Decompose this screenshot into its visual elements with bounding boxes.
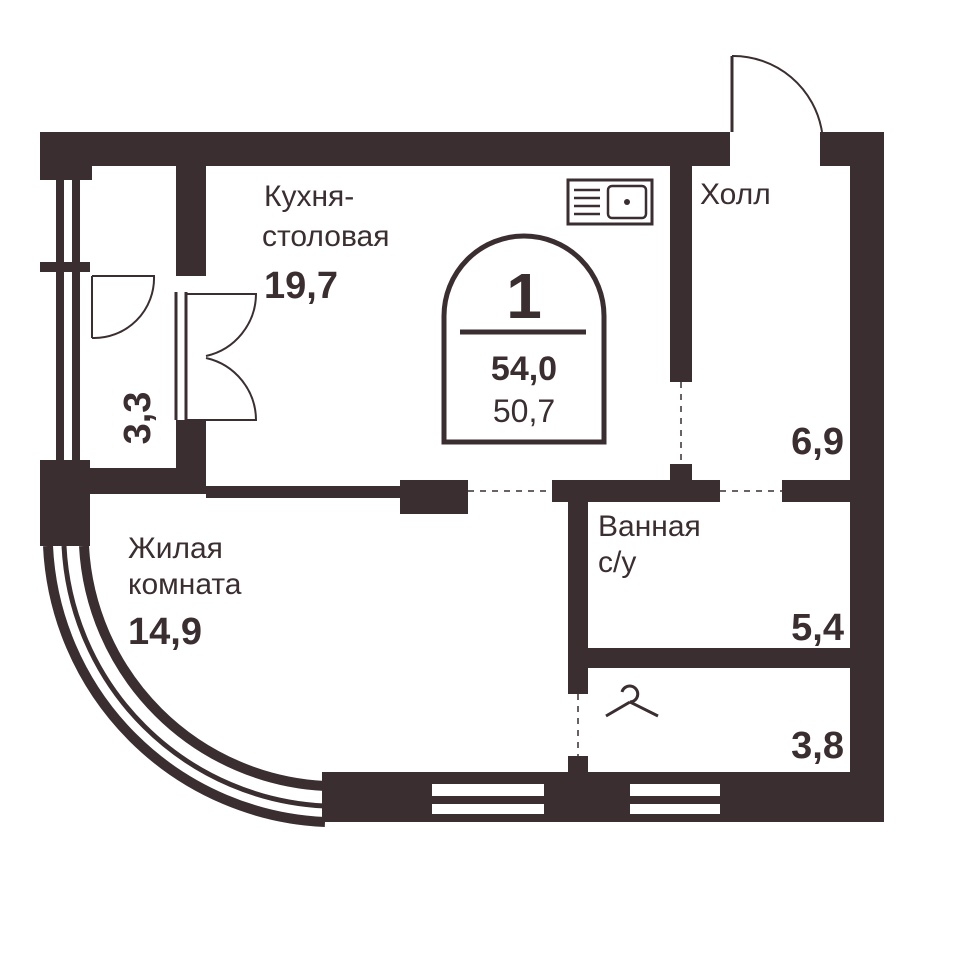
total-area: 54,0 [491,350,557,388]
window-bottom-1a [432,772,544,784]
window-bottom-2a [630,772,720,784]
hanger-icon [605,684,659,718]
closet-area: 3,8 [791,725,844,767]
bath-label-2: с/у [598,546,636,579]
bath-area: 5,4 [791,607,844,649]
wall-bath-bottom [588,648,850,668]
window-bottom-2c [630,814,720,822]
wall-top [40,132,730,166]
wall-kitchen-bottom [206,486,402,498]
bay-window-mid [61,545,326,809]
kitchen-area: 19,7 [264,265,338,307]
window-bottom-1b [432,796,544,804]
living-label-2: комната [128,568,242,601]
wall-pantry-right [176,166,206,276]
window-left-jamb-top [40,262,90,272]
closet-double-door-icon [174,292,258,421]
window-bottom-1c [432,814,544,822]
bay-window-inner [79,545,326,791]
pantry-area: 3,3 [117,392,159,445]
pantry-door-icon [91,275,156,340]
wall-bottom-3 [720,772,884,822]
wall-bath-top [552,480,720,502]
wall-hall-left [670,166,692,382]
living-area: 50,7 [493,393,555,429]
wall-bottom-1 [322,772,432,822]
window-left-outer [56,166,64,470]
wall-left-top [40,132,56,180]
wall-bath-left [568,480,588,694]
living-label-1: Жилая [128,532,223,565]
hall-label: Холл [700,178,771,211]
wall-pantry-top [56,166,92,180]
window-left-inner [72,166,80,470]
rooms-count: 1 [506,260,542,332]
window-bottom-2b [630,796,720,804]
bath-label-1: Ванная [598,510,701,543]
wall-bath-top-right [782,480,850,502]
wall-closet-stub [568,756,588,776]
sink-icon [566,178,654,226]
entrance-door-icon [730,54,823,133]
wall-right [850,132,884,822]
apartment-badge [441,233,607,445]
bay-window-outer [43,545,326,827]
wall-bottom-2 [544,772,630,822]
kitchen-label-2: столовая [262,220,390,253]
hall-area: 6,9 [791,421,844,463]
kitchen-label-1: Кухня- [264,180,354,213]
wall-pantry-bottom [56,468,206,494]
wall-kitchen-bottom-2 [400,480,468,514]
living-area-value: 14,9 [128,611,202,653]
